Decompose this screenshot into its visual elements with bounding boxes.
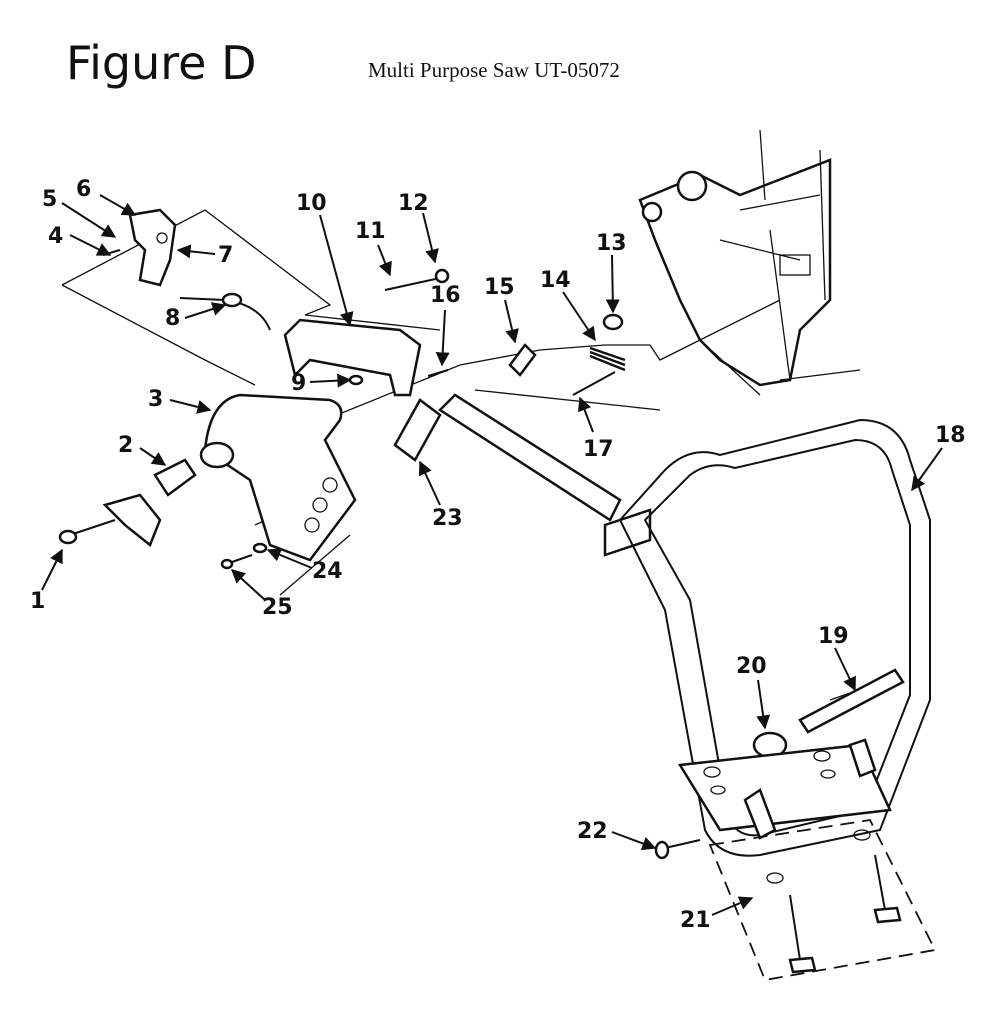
screw-part-22 bbox=[654, 839, 701, 860]
callout-11: 11 bbox=[355, 219, 386, 244]
callout-3: 3 bbox=[148, 387, 163, 412]
washer-screw-24-25 bbox=[220, 542, 268, 570]
pin-part-19 bbox=[798, 668, 905, 734]
callout-18: 18 bbox=[935, 423, 966, 448]
callout-labels: 1 2 3 4 5 6 7 8 9 10 11 12 13 14 15 16 1… bbox=[30, 177, 966, 933]
saw-body-drawing bbox=[638, 129, 861, 396]
callout-22: 22 bbox=[577, 819, 608, 844]
bolt-kit-part-21 bbox=[708, 819, 937, 982]
plate-part-23 bbox=[393, 398, 442, 462]
callout-9: 9 bbox=[291, 371, 306, 396]
callout-14: 14 bbox=[540, 268, 571, 293]
grip-part-2 bbox=[153, 458, 197, 497]
callout-16: 16 bbox=[430, 283, 461, 308]
callout-2: 2 bbox=[118, 433, 133, 458]
callout-arrows bbox=[41, 194, 943, 916]
callout-8: 8 bbox=[165, 306, 180, 331]
callout-6: 6 bbox=[76, 177, 91, 202]
figure-subtitle: Multi Purpose Saw UT-05072 bbox=[368, 58, 620, 82]
handle-bar-drawing bbox=[199, 393, 357, 562]
rod-drawing bbox=[438, 393, 652, 557]
guide-lines bbox=[61, 209, 781, 596]
figure-title: Figure D bbox=[66, 36, 257, 90]
callout-1: 1 bbox=[30, 589, 45, 614]
small-parts bbox=[348, 268, 626, 396]
callout-24: 24 bbox=[312, 559, 343, 584]
bolt-part-1 bbox=[58, 493, 162, 548]
callout-17: 17 bbox=[583, 437, 614, 462]
callout-25: 25 bbox=[262, 595, 293, 620]
trigger-assembly bbox=[102, 208, 271, 331]
callout-5: 5 bbox=[42, 187, 57, 212]
callout-19: 19 bbox=[818, 624, 849, 649]
callout-15: 15 bbox=[484, 275, 515, 300]
callout-20: 20 bbox=[736, 654, 767, 679]
callout-12: 12 bbox=[398, 191, 429, 216]
callout-21: 21 bbox=[680, 908, 711, 933]
callout-23: 23 bbox=[432, 506, 463, 531]
callout-7: 7 bbox=[218, 243, 233, 268]
callout-13: 13 bbox=[596, 231, 627, 256]
frame-part-18 bbox=[618, 418, 931, 857]
bracket-plate bbox=[677, 738, 892, 840]
callout-10: 10 bbox=[296, 191, 327, 216]
callout-4: 4 bbox=[48, 224, 63, 249]
